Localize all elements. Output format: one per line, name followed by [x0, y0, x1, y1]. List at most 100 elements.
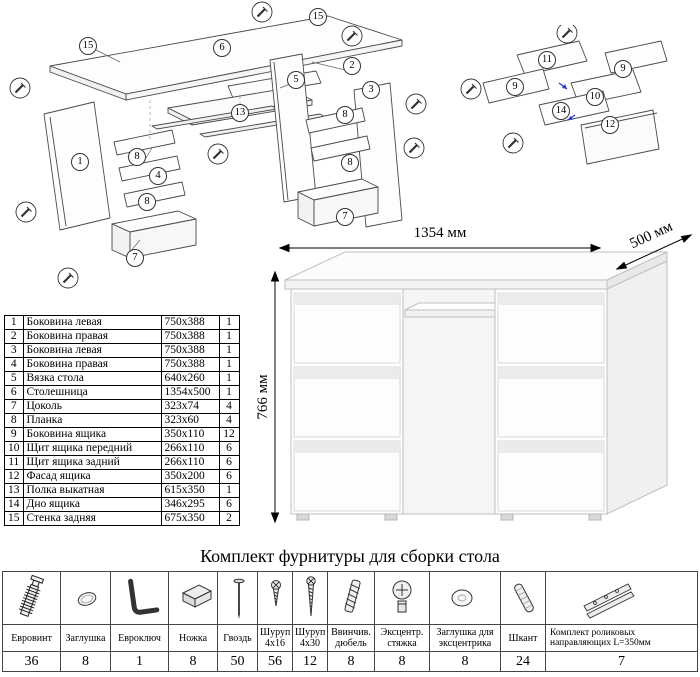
part-name: Столешница	[22, 385, 162, 400]
part-callout: 7	[126, 249, 144, 267]
part-number: 5	[4, 371, 24, 386]
part-number: 7	[4, 399, 24, 414]
parts-table-row: 4 Боковина правая 750x388 1	[4, 357, 240, 372]
part-size: 750x388	[160, 329, 220, 344]
part-name: Вязка стола	[22, 371, 162, 386]
parts-table-row: 12 Фасад ящика 350x200 6	[4, 469, 240, 484]
part-name: Стенка задняя	[22, 511, 162, 526]
parts-table-row: 10 Щит ящика передний 266x110 6	[4, 441, 240, 456]
cam-cap-icon	[429, 571, 501, 625]
part-name: Боковина ящика	[22, 427, 162, 442]
hardware-item-qty: 1	[110, 651, 169, 672]
parts-table-row: 15 Стенка задняя 675x350 2	[4, 511, 240, 526]
hardware-icon-row	[2, 571, 698, 625]
part-size: 350x200	[160, 469, 220, 484]
fastener-detail-icon	[402, 136, 426, 160]
part-number: 6	[4, 385, 24, 400]
parts-table-row: 11 Щит ящика задний 266x110 6	[4, 455, 240, 470]
part-callout: 9	[506, 78, 524, 96]
hardware-item-name: Заглушка для эксцентрика	[429, 624, 501, 652]
part-size: 750x388	[160, 315, 220, 330]
part-callout: 9	[614, 60, 632, 78]
part-size: 266x110	[160, 441, 220, 456]
part-qty: 6	[218, 469, 240, 484]
part-callout: 13	[231, 104, 249, 122]
drawer-facade-panel	[580, 109, 660, 165]
part-callout: 3	[362, 81, 380, 99]
part-number: 10	[4, 441, 24, 456]
part-size: 346x295	[160, 497, 220, 512]
hardware-item-name: Евроключ	[110, 624, 169, 652]
hardware-item-qty: 8	[168, 651, 218, 672]
part-callout: 11	[538, 51, 556, 69]
cam-lock-icon	[374, 571, 430, 625]
hex-key-icon	[110, 571, 169, 625]
parts-table-row: 8 Планка 323x60 4	[4, 413, 240, 428]
part-callout: 8	[138, 193, 156, 211]
part-name: Дно ящика	[22, 497, 162, 512]
assembly-arrow	[568, 116, 573, 120]
hardware-item-name: Заглушка	[60, 624, 111, 652]
part-name: Полка выкатная	[22, 483, 162, 498]
part-callout: 6	[213, 39, 231, 57]
part-number: 13	[4, 483, 24, 498]
kneehole	[402, 288, 496, 515]
hardware-item-name: Ввинчив. дюбель	[327, 624, 375, 652]
hardware-item-name: Шкант	[500, 624, 546, 652]
part-callout: 8	[341, 154, 359, 172]
fastener-detail-icon	[340, 24, 364, 48]
part-name: Боковина левая	[22, 315, 162, 330]
part-size: 266x110	[160, 455, 220, 470]
part-number: 11	[4, 455, 24, 470]
assembly-arrow	[562, 84, 567, 89]
desk-foot	[500, 513, 514, 521]
hardware-item-qty: 8	[327, 651, 375, 672]
hardware-item-name: Комплект роликовых направляющих L=350мм	[545, 624, 698, 652]
part-callout: 10	[586, 88, 604, 106]
wood-dowel-icon	[500, 571, 546, 625]
hardware-item-name: Эксцентр. стяжка	[374, 624, 430, 652]
screw-long-icon	[292, 571, 328, 625]
part-name: Фасад ящика	[22, 469, 162, 484]
hardware-item-name: Гвоздь	[217, 624, 258, 652]
nail-icon	[217, 571, 258, 625]
part-callout: 12	[601, 116, 619, 134]
part-qty: 1	[218, 357, 240, 372]
part-size: 675x350	[160, 511, 220, 526]
part-name: Боковина левая	[22, 343, 162, 358]
part-qty: 6	[218, 441, 240, 456]
part-size: 750x388	[160, 343, 220, 358]
desk-foot	[588, 513, 602, 521]
part-number: 15	[4, 511, 24, 526]
part-number: 14	[4, 497, 24, 512]
hardware-item-name: Шуруп 4x16	[257, 624, 293, 652]
part-number: 1	[4, 315, 24, 330]
width-dimension-arrow	[278, 243, 602, 253]
fastener-detail-icon	[501, 131, 525, 155]
hardware-qty-row: 36 8 1 8 50 56 12 8 8 8 24 7	[2, 651, 698, 672]
cap-icon	[60, 571, 111, 625]
exploded-view-main: 15 6 15 2 5 3 1 13 8 4 8 7 8 8 7	[0, 0, 460, 310]
part-size: 1354x500	[160, 385, 220, 400]
part-size: 323x74	[160, 399, 220, 414]
part-callout: 14	[552, 102, 570, 120]
part-number: 9	[4, 427, 24, 442]
parts-table-row: 14 Дно ящика 346x295 6	[4, 497, 240, 512]
fastener-detail-icon	[8, 76, 32, 100]
desk-foot	[296, 513, 310, 521]
height-dimension-label: 766 мм	[255, 374, 271, 420]
fastener-detail-icon	[250, 0, 274, 24]
part-qty: 6	[218, 497, 240, 512]
part-callout: 8	[128, 148, 146, 166]
parts-table-row: 1 Боковина левая 750x388 1	[4, 315, 240, 330]
part-callout: 5	[287, 71, 305, 89]
part-size: 350x110	[160, 427, 220, 442]
hardware-item-qty: 8	[429, 651, 501, 672]
hardware-item-qty: 8	[374, 651, 430, 672]
tabletop	[284, 251, 668, 281]
fastener-detail-icon	[56, 266, 80, 290]
drawer-detail-drawing	[459, 25, 668, 165]
hardware-table: Евровинт Заглушка Евроключ Ножка Гвоздь …	[2, 571, 698, 672]
part-name: Планка	[22, 413, 162, 428]
part-number: 8	[4, 413, 24, 428]
